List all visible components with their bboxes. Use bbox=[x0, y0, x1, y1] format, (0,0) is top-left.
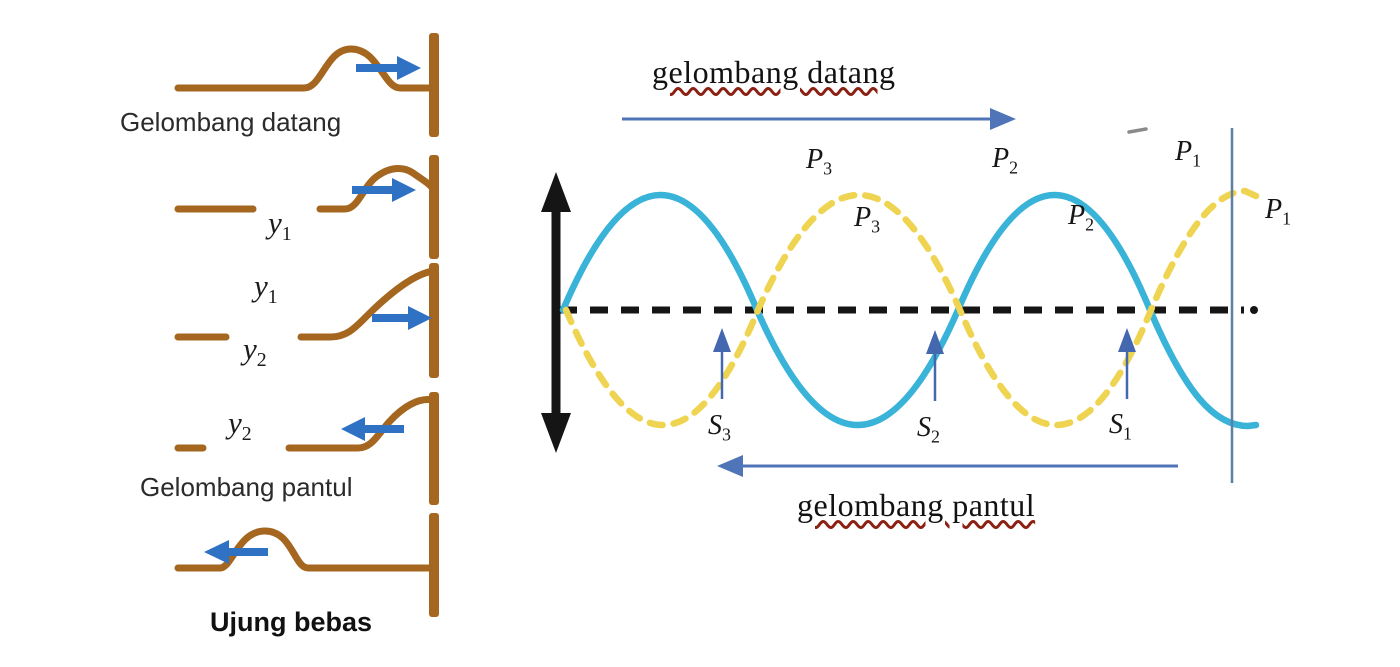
p-label-lower-1: P1 bbox=[1265, 194, 1292, 229]
tick-mark bbox=[1127, 127, 1148, 134]
left-diagram-pulse-y1 bbox=[174, 155, 439, 259]
label-gelombang-pantul: Gelombang pantul bbox=[140, 472, 353, 502]
right-arrow-icon bbox=[372, 306, 432, 330]
p-label-upper-2: P2 bbox=[992, 143, 1019, 178]
p-label-lower-2: P2 bbox=[1068, 200, 1095, 235]
right-arrow-icon bbox=[356, 56, 421, 80]
incident-direction-arrow-icon bbox=[622, 108, 1016, 130]
up-arrow-icon-s3 bbox=[713, 328, 731, 399]
title-gelombang-pantul: gelombang pantul bbox=[797, 487, 1036, 523]
axis-end-dot bbox=[1250, 306, 1258, 314]
left-diagram-free-end bbox=[174, 513, 439, 617]
title-gelombang-datang: gelombang datang bbox=[652, 54, 896, 90]
amplitude-double-arrow-icon bbox=[541, 172, 571, 453]
up-arrow-icon-s1 bbox=[1118, 328, 1136, 399]
reflected-wave-curve bbox=[562, 187, 1260, 429]
label-ujung-bebas: Ujung bebas bbox=[210, 607, 373, 637]
label-y2-a: y2 bbox=[243, 331, 267, 372]
right-arrow-icon bbox=[352, 178, 416, 202]
left-arrow-icon bbox=[341, 417, 404, 441]
label-y1-b: y1 bbox=[254, 268, 278, 309]
p-label-upper-3: P3 bbox=[806, 144, 833, 179]
left-diagram-reflected-pulse bbox=[174, 392, 439, 505]
label-y2-b: y2 bbox=[228, 405, 252, 446]
left-diagram-incident-pulse bbox=[174, 33, 439, 137]
s-label-1: S1 bbox=[1109, 409, 1132, 444]
s-label-2: S2 bbox=[917, 412, 940, 447]
label-gelombang-datang: Gelombang datang bbox=[120, 107, 342, 137]
up-arrow-icon-s2 bbox=[926, 330, 944, 401]
left-diagram-superposition bbox=[174, 263, 439, 378]
s-label-3: S3 bbox=[708, 410, 731, 445]
p-label-upper-1: P1 bbox=[1175, 136, 1202, 171]
reflected-direction-arrow-icon bbox=[717, 455, 1178, 477]
label-y1-a: y1 bbox=[268, 205, 292, 246]
left-arrow-icon bbox=[204, 540, 268, 564]
p-label-lower-3: P3 bbox=[854, 202, 881, 237]
